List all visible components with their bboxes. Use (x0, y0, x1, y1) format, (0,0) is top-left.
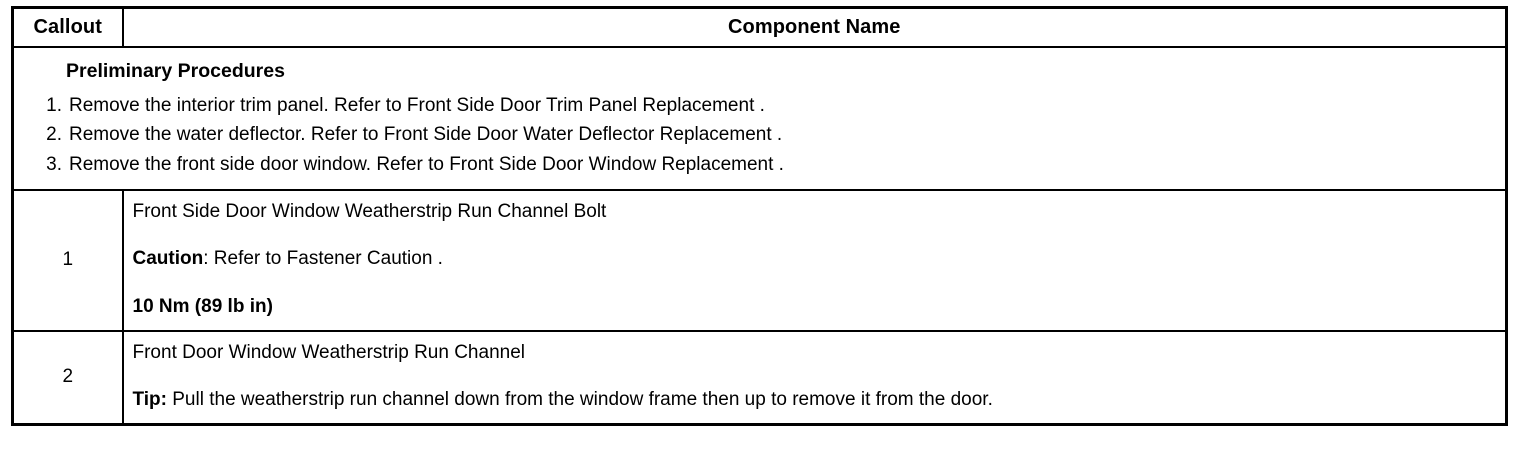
caution-text: Refer to Fastener Caution . (208, 248, 443, 270)
caution-note: Caution: Refer to Fastener Caution . (133, 247, 1506, 272)
list-item-number: 2. (46, 124, 62, 146)
component-table-wrapper: Callout Component Name Preliminary Proce… (11, 6, 1508, 427)
preliminary-steps-list: 1. Remove the interior trim panel. Refer… (14, 93, 1505, 176)
component-name-text: Front Side Door Window Weatherstrip Run … (132, 200, 607, 222)
preliminary-procedures-row: Preliminary Procedures 1. Remove the int… (11, 46, 1508, 191)
list-item-number: 1. (46, 95, 62, 117)
table-row: 1 Front Side Door Window Weatherstrip Ru… (11, 188, 1508, 332)
list-item-text: Remove the water deflector. Refer to Fro… (69, 124, 783, 146)
caution-separator: : (203, 248, 209, 270)
column-header-component-name: Component Name (121, 6, 1508, 48)
callout-number: 1 (11, 188, 124, 332)
tip-text: Pull the weatherstrip run channel down f… (166, 389, 993, 411)
tip-note: Tip: Pull the weatherstrip run channel d… (133, 388, 1506, 413)
torque-specification: 10 Nm (89 lb in) (132, 296, 273, 317)
component-description-cell: Front Side Door Window Weatherstrip Run … (121, 188, 1508, 332)
callout-number: 2 (11, 329, 124, 426)
list-item-text: Remove the front side door window. Refer… (69, 153, 784, 175)
list-item: 1. Remove the interior trim panel. Refer… (14, 93, 1505, 118)
component-name-text: Front Door Window Weatherstrip Run Chann… (132, 341, 526, 363)
component-table: Callout Component Name Preliminary Proce… (11, 6, 1508, 427)
table-row: 2 Front Door Window Weatherstrip Run Cha… (11, 329, 1508, 426)
list-item: 3. Remove the front side door window. Re… (14, 152, 1505, 177)
preliminary-procedures-cell: Preliminary Procedures 1. Remove the int… (11, 46, 1508, 191)
tip-label: Tip: (132, 389, 167, 411)
table-header-row: Callout Component Name (11, 6, 1508, 48)
list-item-text: Remove the interior trim panel. Refer to… (69, 95, 765, 117)
column-header-callout: Callout (11, 6, 124, 48)
list-item-number: 3. (46, 153, 62, 175)
preliminary-procedures-title: Preliminary Procedures (66, 60, 285, 82)
component-description-cell: Front Door Window Weatherstrip Run Chann… (121, 329, 1508, 426)
caution-label: Caution (132, 248, 204, 270)
list-item: 2. Remove the water deflector. Refer to … (14, 122, 1505, 147)
